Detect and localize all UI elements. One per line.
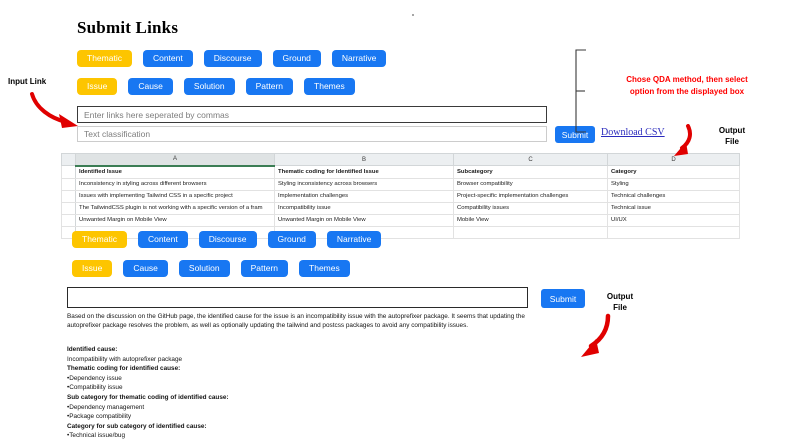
spreadsheet-column-header-b[interactable]: B xyxy=(274,153,454,166)
result-section-item: •Technical issue/bug xyxy=(67,432,126,440)
table-row[interactable]: Issues with implementing Tailwind CSS in… xyxy=(61,189,740,203)
annotation-output-file-bottom-line1: Output xyxy=(606,292,634,301)
submit-button-top[interactable]: Submit xyxy=(555,126,595,143)
spreadsheet-cell[interactable]: Browser compatibility xyxy=(453,177,608,191)
result-section-item: •Dependency issue xyxy=(67,374,122,382)
qda-option-row-top: Issue Cause Solution Pattern Themes xyxy=(77,78,366,95)
result-section-heading: Thematic coding for identified cause: xyxy=(67,365,181,373)
qda-method-button-b-thematic[interactable]: Thematic xyxy=(72,231,127,248)
qda-method-button-b-discourse[interactable]: Discourse xyxy=(198,231,257,248)
spreadsheet-cell[interactable]: Identified Issue xyxy=(75,165,275,179)
spreadsheet-cell[interactable]: Technical issue xyxy=(607,201,740,215)
spreadsheet-cell[interactable]: Mobile View xyxy=(453,213,608,227)
result-section-heading: Sub category for thematic coding of iden… xyxy=(67,393,229,401)
table-row[interactable]: Inconsistency in styling across differen… xyxy=(61,177,740,191)
spreadsheet-cell[interactable]: Implementation challenges xyxy=(274,189,454,203)
annotation-qda-note-line1: Chose QDA method, then select xyxy=(626,75,748,84)
spreadsheet-cell-empty[interactable] xyxy=(453,225,608,239)
annotation-output-file-top: Output File xyxy=(709,125,755,147)
spreadsheet-cell[interactable]: Unwanted Margin on Mobile View xyxy=(274,213,454,227)
annotation-qda-note: Chose QDA method, then select option fro… xyxy=(592,74,782,97)
qda-option-button-cause[interactable]: Cause xyxy=(128,78,173,95)
result-section-item: Incompatibility with autoprefixer packag… xyxy=(67,355,183,363)
qda-method-button-discourse[interactable]: Discourse xyxy=(203,50,262,67)
spreadsheet-cell[interactable]: Styling xyxy=(607,177,740,191)
result-section-item: •Package compatibility xyxy=(67,413,132,421)
qda-option-button-b-themes[interactable]: Themes xyxy=(299,260,350,277)
qda-option-button-solution[interactable]: Solution xyxy=(183,78,235,95)
spreadsheet-column-header-d[interactable]: D xyxy=(607,153,740,166)
qda-method-button-thematic[interactable]: Thematic xyxy=(77,50,132,67)
annotation-input-link: Input Link xyxy=(8,77,47,86)
annotation-output-file-bottom: Output File xyxy=(597,291,643,313)
qda-option-button-issue[interactable]: Issue xyxy=(77,78,118,95)
submit-button-bottom[interactable]: Submit xyxy=(541,289,585,308)
result-paragraph: Based on the discussion on the GitHub pa… xyxy=(67,313,525,330)
spreadsheet-cell[interactable]: Incompatibility issue xyxy=(274,201,454,215)
spreadsheet-cell[interactable]: Category xyxy=(607,165,740,179)
qda-method-button-b-narrative[interactable]: Narrative xyxy=(326,231,382,248)
qda-option-button-pattern[interactable]: Pattern xyxy=(245,78,294,95)
spreadsheet-cell[interactable]: Styling inconsistency across browsers xyxy=(274,177,454,191)
spreadsheet-cell[interactable]: Thematic coding for Identified Issue xyxy=(274,165,454,179)
spreadsheet-column-header-c[interactable]: C xyxy=(453,153,608,166)
text-classification-input[interactable]: Text classification xyxy=(77,126,547,142)
result-section-item: •Dependency management xyxy=(67,403,145,411)
result-section-heading: Category for sub category of identified … xyxy=(67,422,207,430)
qda-option-row-bottom: Issue Cause Solution Pattern Themes xyxy=(72,260,361,277)
stray-dot xyxy=(412,14,414,16)
spreadsheet-corner-cell[interactable] xyxy=(61,153,76,166)
spreadsheet-cell[interactable]: Project-specific implementation challeng… xyxy=(453,189,608,203)
qda-method-row-bottom: Thematic Content Discourse Ground Narrative xyxy=(72,231,392,248)
spreadsheet-column-header-a[interactable]: A xyxy=(75,153,275,167)
spreadsheet-row-gutter[interactable] xyxy=(61,165,76,179)
qda-option-button-b-solution[interactable]: Solution xyxy=(178,260,230,277)
download-csv-link[interactable]: Download CSV xyxy=(601,127,665,138)
spreadsheet-cell[interactable]: Technical challenges xyxy=(607,189,740,203)
qda-method-button-b-content[interactable]: Content xyxy=(137,231,188,248)
qda-option-button-b-issue[interactable]: Issue xyxy=(72,260,113,277)
spreadsheet-cell[interactable]: Subcategory xyxy=(453,165,608,179)
links-input[interactable]: Enter links here seperated by commas xyxy=(77,106,547,123)
output-file-bottom-arrow-icon xyxy=(581,313,611,357)
qda-option-button-b-pattern[interactable]: Pattern xyxy=(240,260,289,277)
spreadsheet-cell[interactable]: UI/UX xyxy=(607,213,740,227)
annotation-output-file-top-line1: Output xyxy=(718,126,746,135)
qda-method-button-narrative[interactable]: Narrative xyxy=(331,50,387,67)
spreadsheet-cell[interactable]: Unwanted Margin on Mobile View xyxy=(75,213,275,227)
annotation-output-file-bottom-line2: File xyxy=(613,303,627,312)
spreadsheet-cell[interactable]: Inconsistency in styling across differen… xyxy=(75,177,275,191)
spreadsheet-cell[interactable]: Issues with implementing Tailwind CSS in… xyxy=(75,189,275,203)
result-section-item: •Compatibility issue xyxy=(67,384,123,392)
qda-option-button-b-cause[interactable]: Cause xyxy=(123,260,168,277)
spreadsheet-cell[interactable]: Compatibility issues xyxy=(453,201,608,215)
qda-method-row-top: Thematic Content Discourse Ground Narrative xyxy=(77,50,397,67)
spreadsheet-cell-empty[interactable] xyxy=(607,225,740,239)
spreadsheet-row-gutter[interactable] xyxy=(61,213,76,227)
qda-option-button-themes[interactable]: Themes xyxy=(304,78,355,95)
qda-bracket xyxy=(575,49,586,133)
spreadsheet-row-gutter[interactable] xyxy=(61,189,76,203)
answer-input[interactable] xyxy=(67,287,528,308)
input-link-arrow-icon xyxy=(30,92,78,128)
spreadsheet-row-gutter[interactable] xyxy=(61,177,76,191)
annotation-qda-note-line2: option from the displayed box xyxy=(629,86,745,96)
result-sections: Identified cause: Incompatibility with au… xyxy=(67,345,447,441)
table-row[interactable]: The TailwindCSS plugin is not working wi… xyxy=(61,201,740,215)
annotation-output-file-top-line2: File xyxy=(725,137,739,146)
spreadsheet-row-gutter[interactable] xyxy=(61,201,76,215)
qda-method-button-ground[interactable]: Ground xyxy=(272,50,321,67)
result-section-heading: Identified cause: xyxy=(67,346,118,353)
qda-method-button-b-ground[interactable]: Ground xyxy=(267,231,316,248)
qda-method-button-content[interactable]: Content xyxy=(142,50,193,67)
spreadsheet-cell[interactable]: The TailwindCSS plugin is not working wi… xyxy=(75,201,275,215)
page-title: Submit Links xyxy=(77,18,179,37)
